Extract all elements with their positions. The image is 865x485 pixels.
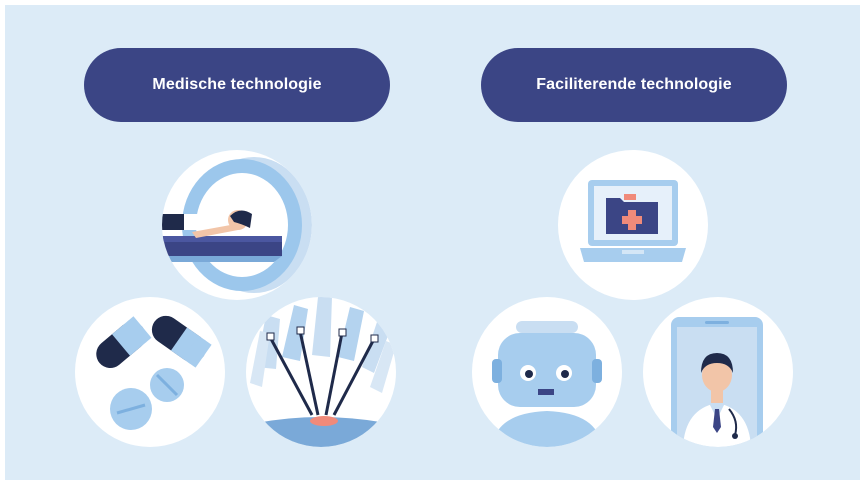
pills-icon [75,297,225,447]
laptop-medical-file-icon [558,150,708,300]
doctor-video-call-icon [643,297,793,447]
medical-technology-label: Medische technologie [84,48,390,122]
mri-scanner-icon [162,150,312,300]
surgical-robot-icon [246,297,396,447]
robot-icon [472,297,622,447]
medical-technology-text: Medische technologie [152,76,322,93]
facilitating-technology-text: Faciliterende technologie [536,76,732,93]
facilitating-technology-label: Faciliterende technologie [481,48,787,122]
